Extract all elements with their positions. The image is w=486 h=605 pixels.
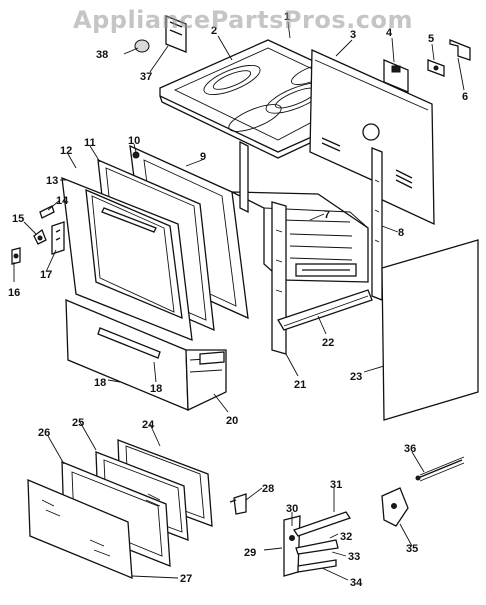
- callout-17: 17: [40, 269, 52, 281]
- callout-37: 37: [140, 71, 152, 83]
- bottom-frame: [277, 289, 373, 331]
- callout-labels: 1 2 3 4 5 6 7 8 9 10 11 12 13 14 15 16 1…: [8, 11, 468, 589]
- callout-12: 12: [60, 145, 72, 157]
- side-rail-left: [239, 140, 249, 214]
- callout-1: 1: [284, 11, 290, 23]
- callout-5: 5: [428, 33, 434, 45]
- element-receptacle: [165, 15, 187, 53]
- oven-cavity: [231, 191, 369, 283]
- callout-18-right: 18: [150, 383, 162, 395]
- callout-3: 3: [350, 29, 356, 41]
- callout-28: 28: [262, 483, 274, 495]
- callout-2: 2: [211, 25, 217, 37]
- door-outer-panel: [61, 176, 193, 342]
- terminal-block: [383, 59, 409, 93]
- door-glass-pack: [27, 439, 213, 580]
- callout-21: 21: [294, 379, 306, 391]
- callout-20: 20: [226, 415, 238, 427]
- callout-36: 36: [404, 443, 416, 455]
- side-panel: [381, 239, 479, 421]
- callout-38: 38: [96, 49, 108, 61]
- side-rail-8: [371, 147, 383, 301]
- hinge-14: [39, 205, 55, 219]
- hinge-16: [11, 247, 21, 265]
- callout-34: 34: [350, 577, 363, 589]
- callout-25: 25: [72, 417, 84, 429]
- bracket-5: [427, 59, 445, 77]
- callout-7: 7: [324, 209, 330, 221]
- leader-lines: [13, 21, 465, 581]
- callout-22: 22: [322, 337, 334, 349]
- back-panel: [309, 49, 435, 226]
- callout-33: 33: [348, 551, 360, 563]
- callout-26: 26: [38, 427, 50, 439]
- callout-24: 24: [142, 419, 155, 431]
- hinge-17: [51, 221, 65, 255]
- callout-14: 14: [56, 195, 69, 207]
- callout-6: 6: [462, 91, 468, 103]
- bracket-6: [449, 39, 471, 61]
- latch-bracket-35: [381, 487, 409, 527]
- callout-27: 27: [180, 573, 192, 585]
- callout-8: 8: [398, 227, 404, 239]
- callout-18-left: 18: [94, 377, 106, 389]
- callout-35: 35: [406, 543, 418, 555]
- callout-23: 23: [350, 371, 362, 383]
- callout-10: 10: [128, 135, 140, 147]
- callout-32: 32: [340, 531, 352, 543]
- knob-38: [134, 39, 150, 53]
- drawer-body: [185, 349, 227, 412]
- callout-31: 31: [330, 479, 342, 491]
- bracket-28: [229, 493, 247, 515]
- callout-16: 16: [8, 287, 20, 299]
- callout-11: 11: [84, 137, 96, 149]
- callout-9: 9: [200, 151, 206, 163]
- callout-4: 4: [386, 27, 393, 39]
- latch-assembly: [283, 511, 352, 577]
- front-frame-rail: [271, 201, 287, 355]
- callout-30: 30: [286, 503, 298, 515]
- latch-rod-36: [415, 456, 465, 482]
- callout-13: 13: [46, 175, 58, 187]
- hinge-15: [33, 228, 47, 245]
- watermark: AppliancePartsPros.com: [73, 6, 413, 34]
- callout-15: 15: [12, 213, 24, 225]
- callout-29: 29: [244, 547, 256, 559]
